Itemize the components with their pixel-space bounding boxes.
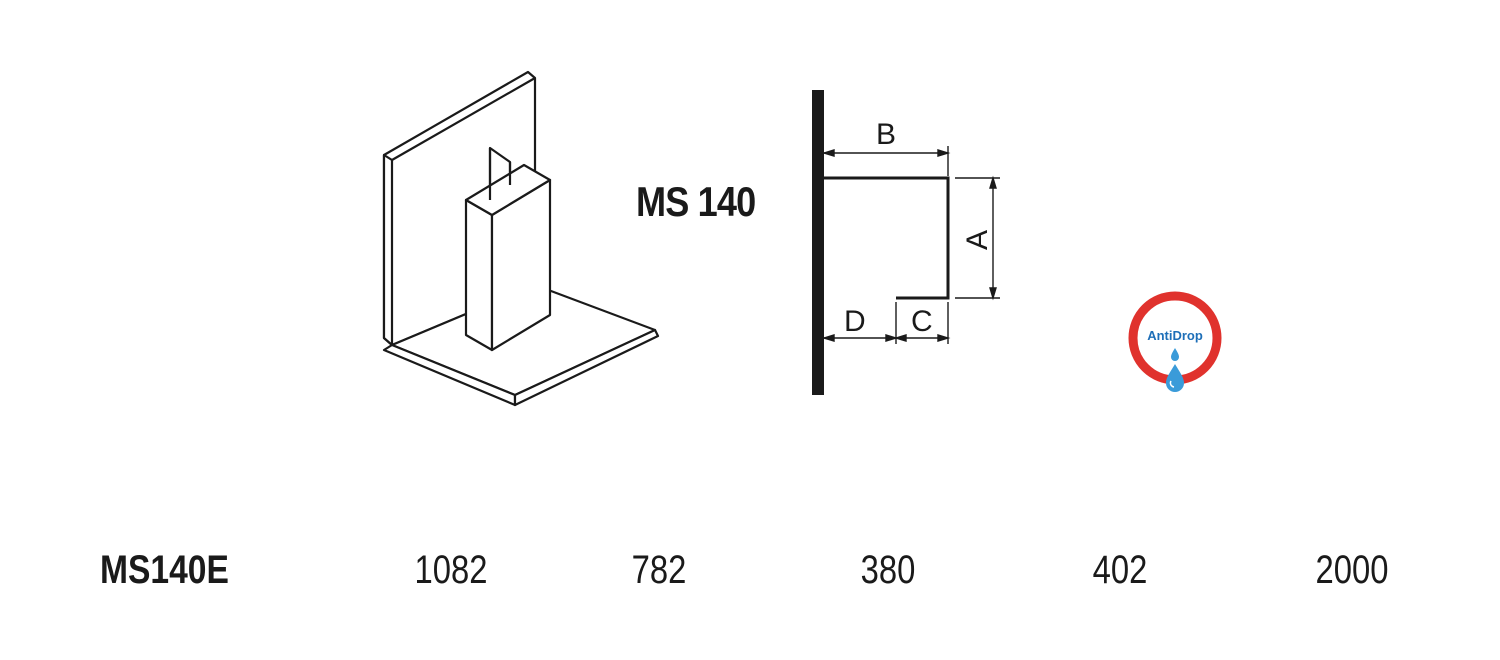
dim-label-d: D bbox=[844, 305, 866, 338]
spec-value-1: 1082 bbox=[414, 548, 488, 592]
back-wall-edge bbox=[382, 153, 394, 347]
antidrop-badge-logo: AntiDrop bbox=[1128, 291, 1222, 392]
canopy-side-edge bbox=[513, 328, 660, 407]
hood-isometric-drawing bbox=[382, 70, 660, 407]
chimney-front-left bbox=[464, 198, 494, 352]
large-drop-icon bbox=[1166, 364, 1184, 392]
antidrop-badge-text: AntiDrop bbox=[1147, 328, 1203, 343]
dim-label-c: C bbox=[911, 305, 933, 338]
spec-value-5: 2000 bbox=[1315, 548, 1389, 592]
profile-section-drawing: B A D C bbox=[812, 90, 1000, 395]
chimney-top bbox=[464, 163, 552, 217]
dim-label-a: A bbox=[961, 230, 994, 250]
small-drop-icon bbox=[1171, 348, 1179, 361]
spec-row-code: MS140E bbox=[100, 548, 229, 592]
profile-outline bbox=[824, 176, 950, 300]
wall-bar bbox=[812, 90, 824, 395]
model-title: MS 140 bbox=[636, 178, 756, 225]
spec-value-3: 380 bbox=[860, 548, 916, 592]
dim-label-b: B bbox=[876, 118, 896, 151]
spec-value-4: 402 bbox=[1092, 548, 1148, 592]
spec-value-2: 782 bbox=[631, 548, 687, 592]
